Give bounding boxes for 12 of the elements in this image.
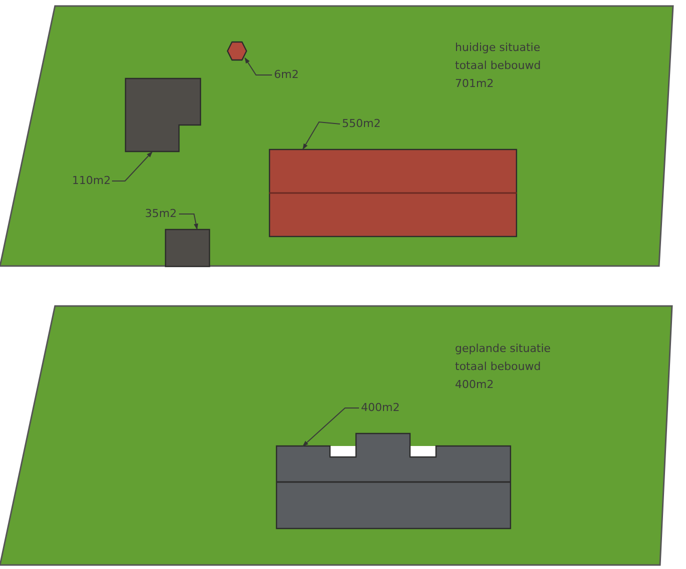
- area-label: 550m2: [342, 117, 381, 131]
- area-label: 35m2: [145, 207, 177, 221]
- leader-line: [244, 57, 272, 76]
- leader-line: [112, 151, 152, 182]
- situation-note: huidige situatie totaal bebouwd 701m2: [455, 40, 542, 92]
- leader-line: [178, 214, 198, 230]
- area-label: 6m2: [274, 68, 299, 82]
- leader-line: [302, 121, 340, 150]
- area-label: 400m2: [361, 401, 400, 415]
- leader-line: [302, 408, 360, 446]
- area-label: 110m2: [72, 174, 111, 188]
- situation-note: geplande situatie totaal bebouwd 400m2: [455, 341, 552, 393]
